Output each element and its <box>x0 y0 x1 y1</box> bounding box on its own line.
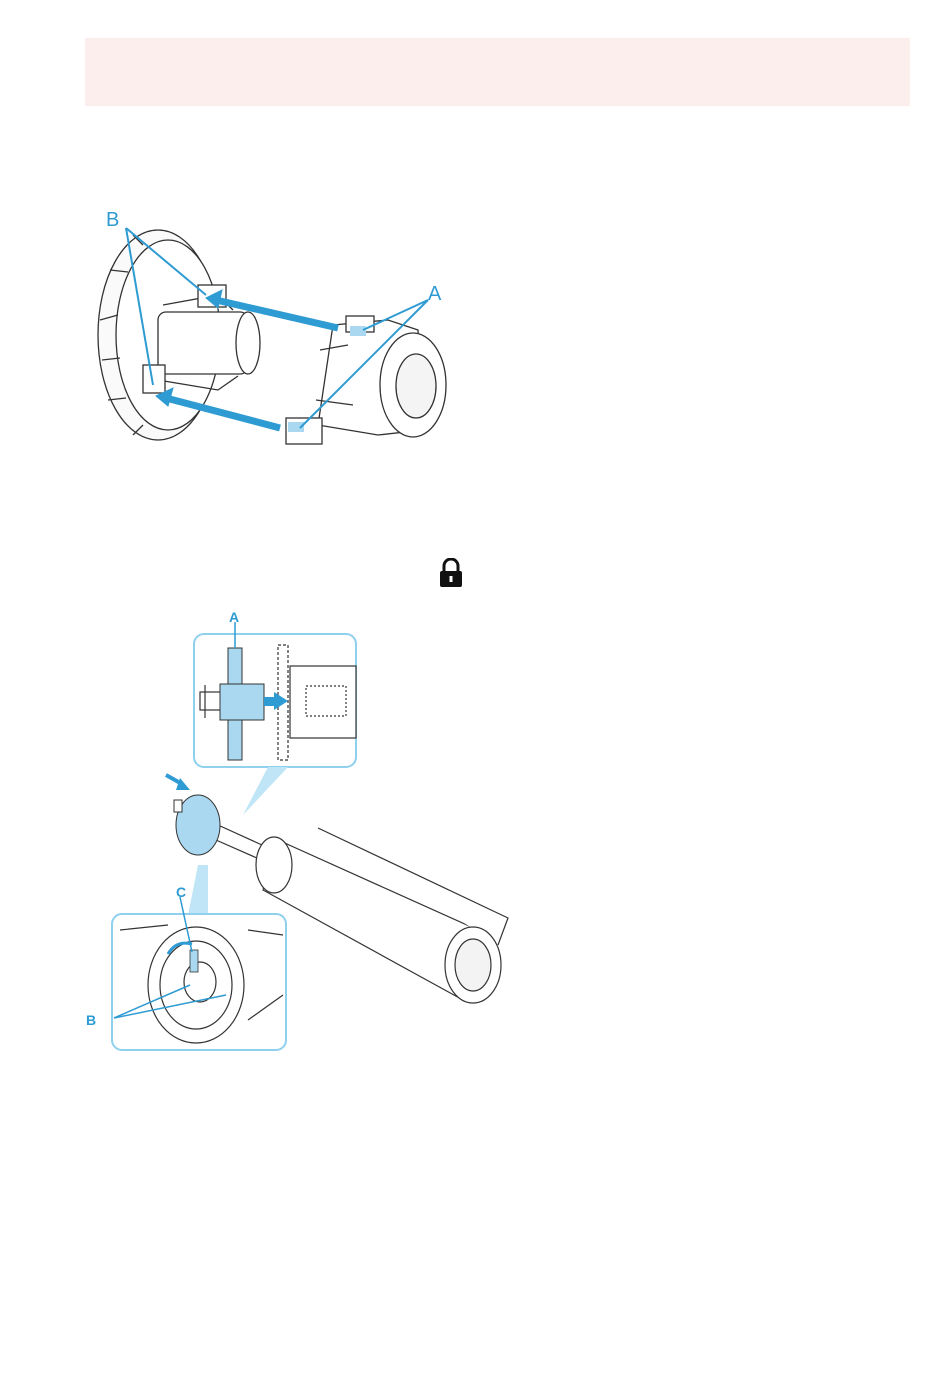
roll-holder-illustration: B A <box>88 200 468 475</box>
callout-b: B <box>106 209 119 231</box>
lock-icon <box>438 558 464 588</box>
callout-c: C <box>176 884 186 900</box>
callout-a: A <box>229 609 239 625</box>
roll-attachment-illustration: A C B <box>78 600 528 1060</box>
header-banner <box>85 38 910 106</box>
callout-b: B <box>86 1012 96 1028</box>
callout-a: A <box>428 283 442 305</box>
